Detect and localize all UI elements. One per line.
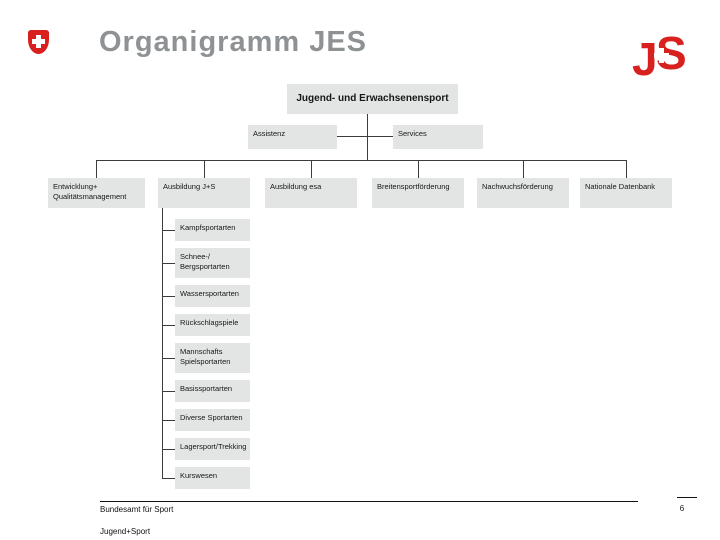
- org-box-breitensportfoerderung: Breitensportförderung: [372, 178, 464, 208]
- connector-stub-4: [162, 325, 175, 326]
- connector-dropper-4: [418, 160, 419, 178]
- connector-dropper-6: [626, 160, 627, 178]
- page-number: 6: [679, 504, 685, 513]
- connector-stub-3: [162, 296, 175, 297]
- footer-program: Jugend+Sport: [100, 527, 151, 536]
- connector-dropper-5: [523, 160, 524, 178]
- connector-dropper-1: [96, 160, 97, 178]
- org-box-wassersportarten: Wassersportarten: [175, 285, 250, 307]
- connector-stub-8: [162, 449, 175, 450]
- connector-stub-2: [162, 263, 175, 264]
- swiss-flag-icon: [28, 30, 49, 54]
- org-box-nachwuchsfoerderung: Nachwuchsförderung: [477, 178, 569, 208]
- page-number-tick: [677, 497, 697, 498]
- org-box-ausbildung-esa: Ausbildung esa: [265, 178, 357, 208]
- page-title: Organigramm JES: [99, 26, 368, 58]
- org-box-assistenz: Assistenz: [248, 125, 337, 149]
- connector-distribution: [96, 160, 627, 161]
- footer-organization: Bundesamt für Sport: [100, 505, 174, 514]
- jugend-sport-logo: J S: [630, 28, 690, 88]
- org-box-ausbildung-js: Ausbildung J+S: [158, 178, 250, 208]
- connector-staff: [337, 136, 393, 137]
- org-box-rueckschlagspiele: Rückschlagspiele: [175, 314, 250, 336]
- connector-dropper-3: [311, 160, 312, 178]
- swiss-cross-icon: [654, 48, 669, 63]
- connector-stub-5: [162, 358, 175, 359]
- connector-stub-6: [162, 391, 175, 392]
- org-box-diverse-sportarten: Diverse Sportarten: [175, 409, 250, 431]
- connector-stub-1: [162, 230, 175, 231]
- org-box-lagersport-trekking: Lagersport/Trekking: [175, 438, 250, 460]
- org-box-root: Jugend- und Erwachsenensport: [287, 84, 458, 114]
- org-box-schnee-bergsportarten: Schnee-/ Bergsportarten: [175, 248, 250, 278]
- js-logo-letter-j: J: [632, 33, 658, 85]
- org-box-mannschafts-spielsportarten: Mannschafts Spielsportarten: [175, 343, 250, 373]
- connector-root-spine: [367, 114, 368, 160]
- org-box-services: Services: [393, 125, 483, 149]
- org-box-kurswesen: Kurswesen: [175, 467, 250, 489]
- org-box-entwicklung-qualitaetsmanagement: Entwicklung+ Qualitätsmanagement: [48, 178, 145, 208]
- swiss-cross-horizontal-bar: [32, 39, 45, 44]
- connector-sportarten-spine: [162, 208, 163, 478]
- org-box-kampfsportarten: Kampfsportarten: [175, 219, 250, 241]
- org-box-basissportarten: Basissportarten: [175, 380, 250, 402]
- connector-dropper-2: [204, 160, 205, 178]
- footer-divider: [100, 501, 638, 502]
- connector-stub-7: [162, 420, 175, 421]
- org-box-nationale-datenbank: Nationale Datenbank: [580, 178, 672, 208]
- connector-stub-9: [162, 478, 175, 479]
